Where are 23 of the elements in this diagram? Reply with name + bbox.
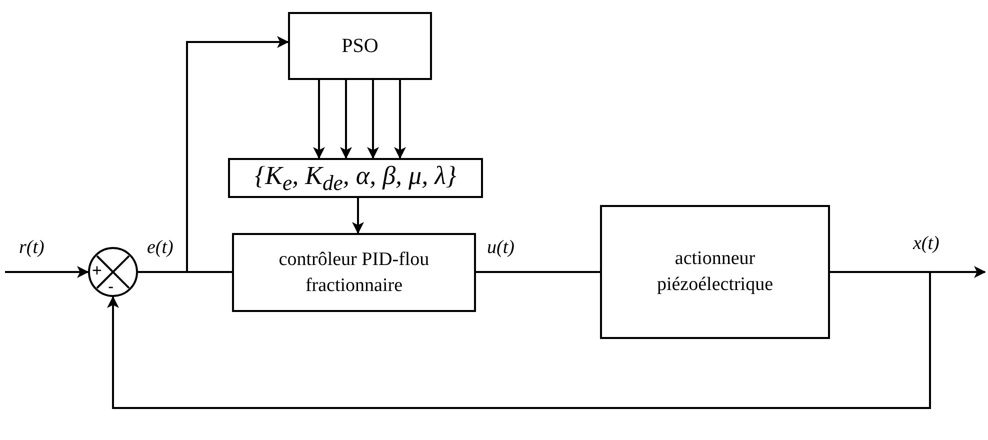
formula-text: {K$_{e}$, K$_{de}$, α, β, μ, λ} [254, 160, 458, 197]
actuator-box [600, 205, 830, 339]
sign: - [108, 278, 114, 295]
edge-label: u(t) [486, 238, 516, 259]
box-label: contrôleur PID-flou fractionnaire [278, 248, 430, 298]
edge-label: x(t) [912, 234, 940, 255]
edge-label: r(t) [18, 238, 46, 259]
box-label: PSO [340, 34, 380, 58]
controller-box [232, 233, 476, 312]
arrow [5, 266, 89, 278]
arrow [107, 271, 931, 409]
arrow [138, 36, 289, 273]
signal-line [476, 271, 600, 273]
arrow [367, 80, 379, 159]
sign: + [92, 262, 102, 279]
edge-label: e(t) [146, 238, 174, 259]
arrow [313, 80, 325, 159]
box-label: actionneur piézoélectrique [656, 247, 774, 297]
optimizer-box [288, 12, 432, 80]
parameter-box [228, 158, 483, 198]
arrow [340, 80, 352, 159]
arrow [394, 80, 406, 159]
arrow [352, 198, 364, 234]
